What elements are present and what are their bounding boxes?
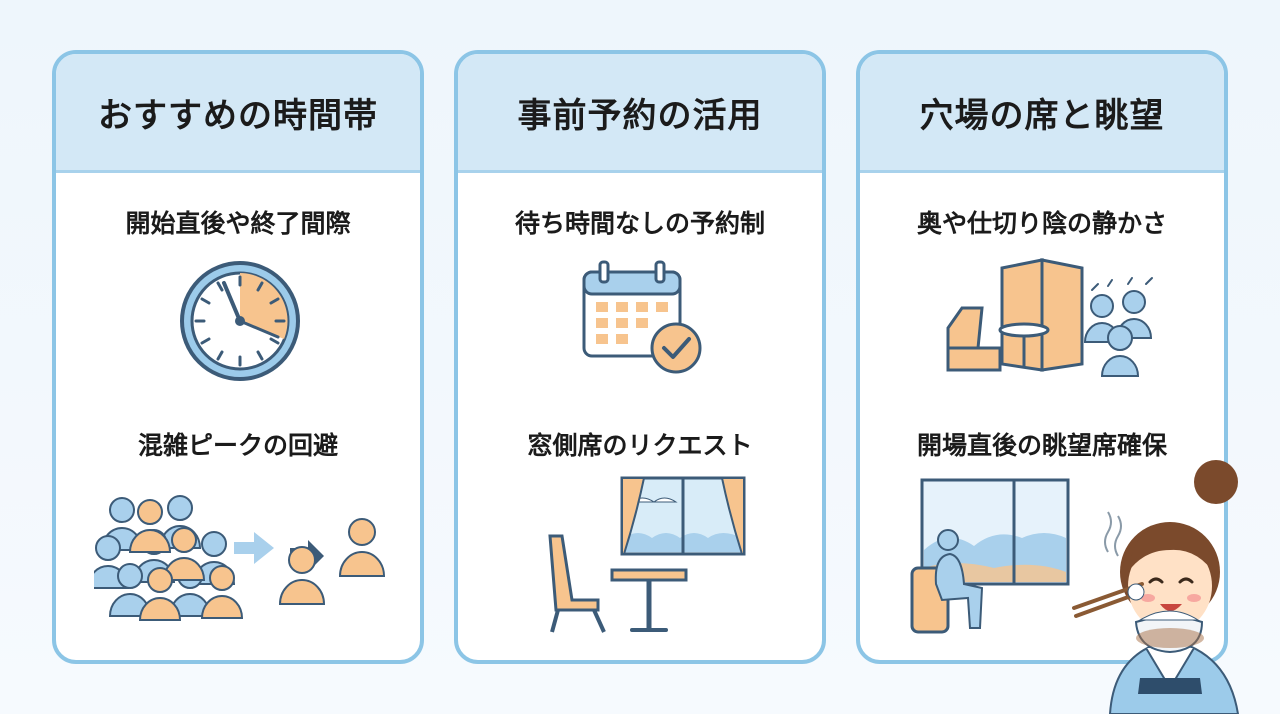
partition-booth-icon (946, 258, 1153, 377)
item-label: 開場直後の眺望席確保 (916, 431, 1167, 460)
clock-icon (180, 261, 300, 381)
view-seat-icon (910, 478, 1070, 634)
window-seat-icon (548, 476, 746, 633)
card-title: 事前予約の活用 (458, 54, 822, 173)
woman-eating-rice-icon (1072, 460, 1240, 714)
item-label: 窓側席のリクエスト (527, 431, 753, 460)
card-advance-reservation: 事前予約の活用 待ち時間なしの予約制 窓側席のリクエスト (454, 50, 826, 664)
item-label: 奥や仕切り陰の静かさ (916, 209, 1167, 238)
calendar-check-icon (582, 260, 702, 374)
crowd-avoid-icon (94, 495, 386, 621)
item-label: 開始直後や終了間際 (125, 209, 351, 238)
card-title: 穴場の席と眺望 (860, 54, 1224, 173)
card-recommended-time: おすすめの時間帯 開始直後や終了間際 混雑ピークの回避 (52, 50, 424, 664)
card-title: おすすめの時間帯 (56, 54, 420, 173)
item-label: 待ち時間なしの予約制 (514, 209, 765, 238)
item-label: 混雑ピークの回避 (137, 431, 338, 460)
